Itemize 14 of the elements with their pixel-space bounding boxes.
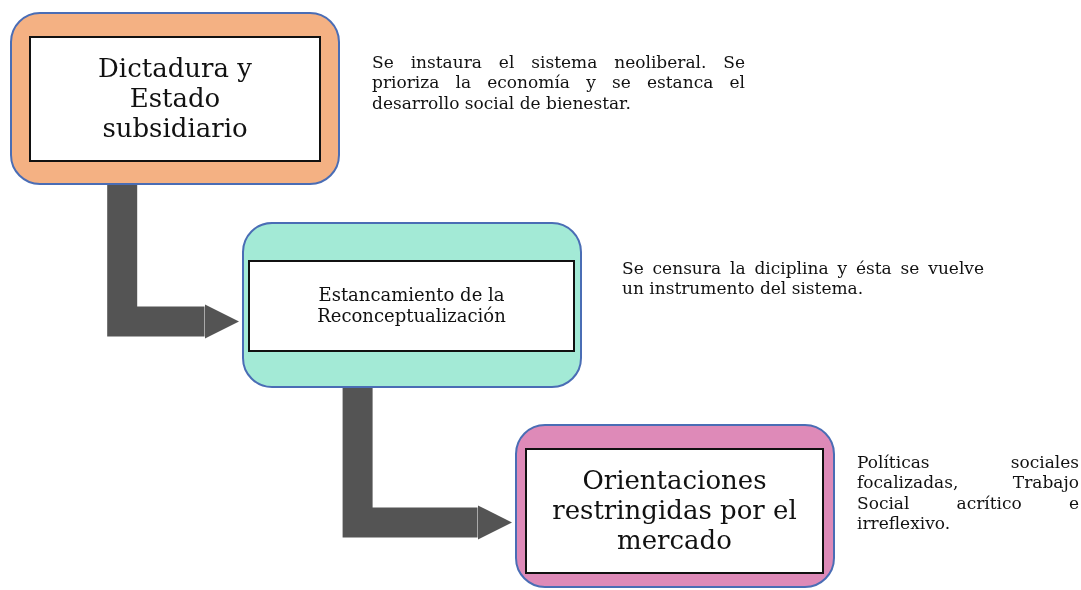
description-text: Políticas sociales focalizadas, Trabajo Social acrítico e irreflexivo. [857,452,1079,534]
bent-arrow [342,388,512,540]
rounded-panel [242,222,582,388]
description-text: Se censura la diciplina y ésta se vuelve un instrumento del sistema. [622,258,984,299]
box-title: Estancamiento de la Reconceptualización [316,285,507,327]
text-box [525,448,824,574]
box-title: Orientaciones restringidas por el mercado [551,466,798,556]
box-title: Dictadura y Estado subsidiario [97,54,253,144]
description-text: Se instaura el sistema neoliberal. Se prioriza la economía y se estanca el desarrollo social de bienestar. [372,52,745,114]
rounded-panel [515,424,835,588]
text-box [248,260,575,352]
rounded-panel [10,12,340,185]
text-box [29,36,321,162]
bent-arrow [107,185,239,339]
